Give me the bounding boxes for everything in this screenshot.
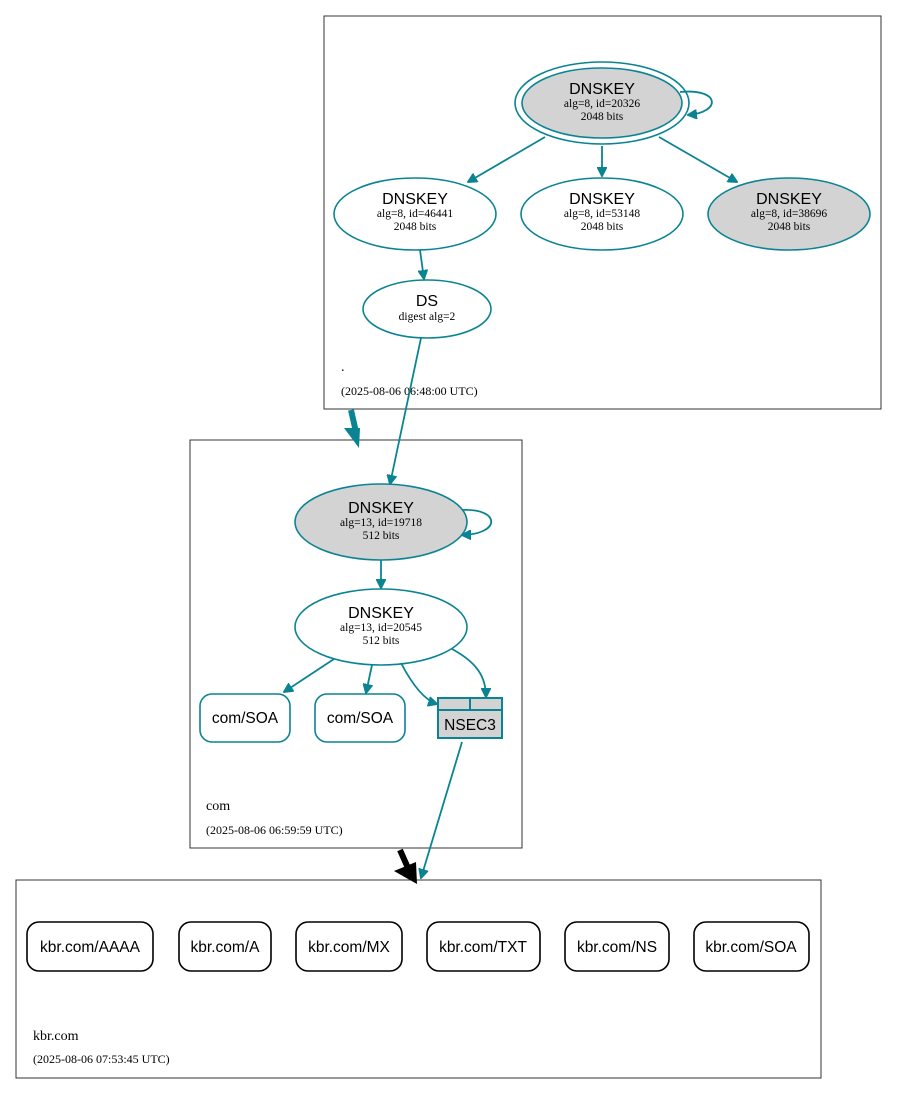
com-zsk-line1: alg=13, id=20545 bbox=[340, 622, 422, 634]
kbr-ns-record[interactable]: kbr.com/NS bbox=[564, 921, 670, 972]
com-ksk-node[interactable]: DNSKEY alg=13, id=19718 512 bits bbox=[294, 483, 468, 561]
root-zsk-a-line1: alg=8, id=46441 bbox=[377, 208, 453, 220]
root-ksk-node[interactable]: DNSKEY alg=8, id=20326 2048 bits bbox=[514, 61, 690, 145]
root-zsk-c-node[interactable]: DNSKEY alg=8, id=38696 2048 bits bbox=[707, 177, 871, 251]
kbr-soa-record[interactable]: kbr.com/SOA bbox=[693, 921, 810, 972]
root-ds-node[interactable]: DS digest alg=2 bbox=[362, 279, 492, 339]
com-zsk-node[interactable]: DNSKEY alg=13, id=20545 512 bits bbox=[294, 588, 468, 666]
com-nsec3-label: NSEC3 bbox=[444, 717, 496, 734]
com-zsk-title: DNSKEY bbox=[348, 605, 414, 622]
root-zone-name: . bbox=[341, 360, 345, 375]
root-zsk-b-line1: alg=8, id=53148 bbox=[564, 208, 640, 220]
root-ksk-line1: alg=8, id=20326 bbox=[564, 98, 640, 110]
edge-com-zsk-to-soa-1 bbox=[284, 658, 335, 692]
kbr-ns-label: kbr.com/NS bbox=[577, 939, 657, 956]
com-zone-timestamp: (2025-08-06 06:59:59 UTC) bbox=[206, 823, 343, 837]
kbr-txt-label: kbr.com/TXT bbox=[439, 939, 527, 956]
root-zsk-b-line2: 2048 bits bbox=[581, 221, 624, 233]
root-ds-line1: digest alg=2 bbox=[399, 311, 456, 323]
root-ksk-self-signature-edge bbox=[679, 90, 713, 115]
edge-root-ksk-to-zsk-c bbox=[658, 136, 737, 182]
kbr-mx-label: kbr.com/MX bbox=[308, 939, 390, 956]
edge-ds-to-com-ksk bbox=[390, 337, 422, 484]
trust-anchor-outer-ring bbox=[514, 61, 690, 145]
kbr-zone-timestamp: (2025-08-06 07:53:45 UTC) bbox=[33, 1052, 170, 1066]
edge-zsk-a-to-ds bbox=[420, 249, 424, 279]
root-zsk-b-node[interactable]: DNSKEY alg=8, id=53148 2048 bits bbox=[520, 177, 684, 251]
com-soa-record-2-label: com/SOA bbox=[327, 710, 394, 727]
com-ksk-line2: 512 bits bbox=[363, 530, 400, 542]
kbr-txt-record[interactable]: kbr.com/TXT bbox=[426, 921, 541, 972]
delegation-com-to-kbr-head bbox=[394, 862, 417, 884]
com-zone-name: com bbox=[206, 799, 230, 814]
root-zsk-a-line2: 2048 bits bbox=[394, 221, 437, 233]
com-soa-record-2[interactable]: com/SOA bbox=[314, 693, 406, 743]
delegation-root-to-com-head bbox=[344, 428, 360, 448]
edge-nsec3-to-kbr-zone bbox=[421, 741, 463, 878]
com-nsec3-node[interactable]: NSEC3 bbox=[437, 697, 503, 739]
com-ksk-title: DNSKEY bbox=[348, 500, 414, 517]
kbr-aaaa-label: kbr.com/AAAA bbox=[40, 939, 141, 956]
kbr-a-record[interactable]: kbr.com/A bbox=[178, 921, 272, 972]
edge-com-zsk-to-nsec3-b bbox=[451, 648, 486, 697]
root-zsk-b-title: DNSKEY bbox=[569, 191, 635, 208]
root-ds-title: DS bbox=[416, 293, 438, 310]
kbr-soa-label: kbr.com/SOA bbox=[705, 939, 797, 956]
root-zsk-c-line1: alg=8, id=38696 bbox=[751, 208, 827, 220]
kbr-mx-record[interactable]: kbr.com/MX bbox=[295, 921, 403, 972]
root-zsk-a-node[interactable]: DNSKEY alg=8, id=46441 2048 bits bbox=[333, 177, 497, 251]
root-zsk-a-title: DNSKEY bbox=[382, 191, 448, 208]
delegation-com-to-kbr-shaft bbox=[397, 848, 411, 870]
edge-com-zsk-to-soa-2 bbox=[366, 664, 373, 693]
root-ksk-line2: 2048 bits bbox=[581, 111, 624, 123]
kbr-zone-name: kbr.com bbox=[33, 1029, 79, 1044]
edge-root-ksk-to-zsk-a bbox=[468, 136, 546, 182]
edge-com-zsk-to-nsec3-a bbox=[400, 662, 437, 704]
kbr-aaaa-record[interactable]: kbr.com/AAAA bbox=[26, 921, 154, 972]
kbr-a-label: kbr.com/A bbox=[191, 939, 261, 956]
root-zsk-c-line2: 2048 bits bbox=[768, 221, 811, 233]
com-soa-record-1[interactable]: com/SOA bbox=[199, 693, 291, 743]
root-zsk-c-title: DNSKEY bbox=[756, 191, 822, 208]
kbr-zone-box bbox=[15, 879, 822, 1079]
com-soa-record-1-label: com/SOA bbox=[212, 710, 279, 727]
com-zsk-line2: 512 bits bbox=[363, 635, 400, 647]
com-ksk-self-signature-edge bbox=[462, 509, 492, 535]
com-ksk-line1: alg=13, id=19718 bbox=[340, 517, 422, 529]
root-ksk-title: DNSKEY bbox=[569, 81, 635, 98]
